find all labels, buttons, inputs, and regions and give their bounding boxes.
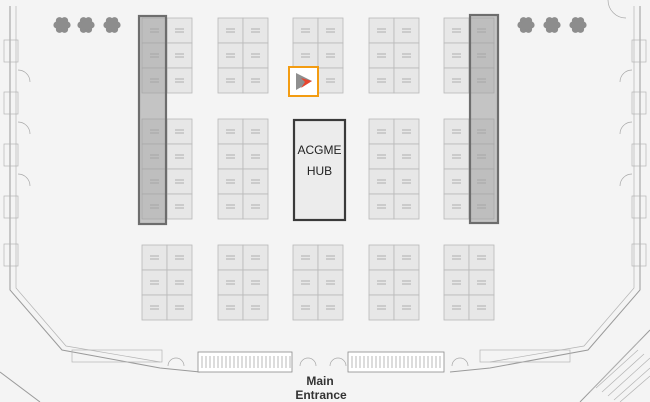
- booth[interactable]: [368, 269, 395, 296]
- booth[interactable]: [443, 269, 470, 296]
- booth[interactable]: [368, 244, 395, 271]
- booth[interactable]: [166, 193, 193, 220]
- tree-icon: [53, 17, 71, 33]
- booth[interactable]: [242, 269, 269, 296]
- booth[interactable]: [368, 168, 395, 195]
- tree-icon: [543, 17, 561, 33]
- booth[interactable]: [217, 294, 244, 321]
- booth[interactable]: [166, 67, 193, 94]
- booth[interactable]: [242, 42, 269, 69]
- booth[interactable]: [217, 17, 244, 44]
- tree-icon: [517, 17, 535, 33]
- booth[interactable]: [443, 118, 470, 145]
- booth[interactable]: [317, 17, 344, 44]
- booth[interactable]: [166, 244, 193, 271]
- booth[interactable]: [217, 42, 244, 69]
- booth[interactable]: [393, 17, 420, 44]
- booth[interactable]: [166, 294, 193, 321]
- booth[interactable]: [443, 67, 470, 94]
- booth[interactable]: [393, 67, 420, 94]
- booth[interactable]: [368, 143, 395, 170]
- booth[interactable]: [443, 17, 470, 44]
- booth[interactable]: [292, 17, 319, 44]
- stairs: [595, 349, 650, 402]
- hub-label-line2: HUB: [307, 164, 332, 178]
- location-pin-icon[interactable]: [288, 66, 319, 97]
- booth[interactable]: [443, 193, 470, 220]
- booth[interactable]: [217, 118, 244, 145]
- tree-icon: [103, 17, 121, 33]
- booth[interactable]: [368, 67, 395, 94]
- booth[interactable]: [393, 193, 420, 220]
- booth[interactable]: [393, 42, 420, 69]
- highlight-column-right[interactable]: [468, 13, 500, 225]
- booth[interactable]: [443, 294, 470, 321]
- trees: [53, 17, 587, 33]
- booth[interactable]: [468, 244, 495, 271]
- entrance-line1: Main: [306, 374, 333, 388]
- booth[interactable]: [468, 269, 495, 296]
- booth[interactable]: [393, 269, 420, 296]
- main-entrance-label: Main Entrance: [295, 374, 347, 402]
- tree-icon: [77, 17, 95, 33]
- booth[interactable]: [368, 193, 395, 220]
- booth[interactable]: [443, 143, 470, 170]
- booth[interactable]: [368, 294, 395, 321]
- booth[interactable]: [468, 294, 495, 321]
- entrance-line2: Entrance: [295, 388, 347, 402]
- booth[interactable]: [393, 294, 420, 321]
- booth[interactable]: [443, 168, 470, 195]
- booth[interactable]: [317, 294, 344, 321]
- booth[interactable]: [242, 17, 269, 44]
- booth[interactable]: [166, 168, 193, 195]
- booth[interactable]: [166, 143, 193, 170]
- acgme-hub[interactable]: ACGME HUB: [292, 118, 347, 222]
- booth[interactable]: [368, 42, 395, 69]
- highlight-column-left[interactable]: [137, 14, 168, 226]
- booth[interactable]: [217, 67, 244, 94]
- booth[interactable]: [368, 118, 395, 145]
- booth[interactable]: [242, 67, 269, 94]
- booth[interactable]: [217, 269, 244, 296]
- booth[interactable]: [317, 67, 344, 94]
- booth[interactable]: [292, 294, 319, 321]
- booth[interactable]: [242, 168, 269, 195]
- booth[interactable]: [393, 143, 420, 170]
- booth[interactable]: [242, 143, 269, 170]
- booth[interactable]: [292, 244, 319, 271]
- booth[interactable]: [217, 244, 244, 271]
- booth[interactable]: [141, 244, 168, 271]
- booth[interactable]: [242, 244, 269, 271]
- booth[interactable]: [217, 168, 244, 195]
- booth[interactable]: [242, 193, 269, 220]
- tree-icon: [569, 17, 587, 33]
- booth[interactable]: [443, 42, 470, 69]
- hub-box[interactable]: [292, 118, 347, 222]
- booth[interactable]: [317, 269, 344, 296]
- booth[interactable]: [393, 168, 420, 195]
- booth[interactable]: [393, 118, 420, 145]
- hub-label-line1: ACGME: [297, 143, 341, 157]
- entrance-rails: [197, 351, 445, 373]
- booth[interactable]: [242, 294, 269, 321]
- booth[interactable]: [292, 42, 319, 69]
- booth[interactable]: [292, 269, 319, 296]
- booth[interactable]: [393, 244, 420, 271]
- booth[interactable]: [317, 244, 344, 271]
- booth[interactable]: [141, 294, 168, 321]
- booth[interactable]: [166, 42, 193, 69]
- booth[interactable]: [242, 118, 269, 145]
- booth[interactable]: [368, 17, 395, 44]
- booth[interactable]: [317, 42, 344, 69]
- booth[interactable]: [217, 143, 244, 170]
- booth[interactable]: [166, 17, 193, 44]
- booth[interactable]: [217, 193, 244, 220]
- booth[interactable]: [443, 244, 470, 271]
- booth[interactable]: [166, 118, 193, 145]
- booth[interactable]: [141, 269, 168, 296]
- booth[interactable]: [166, 269, 193, 296]
